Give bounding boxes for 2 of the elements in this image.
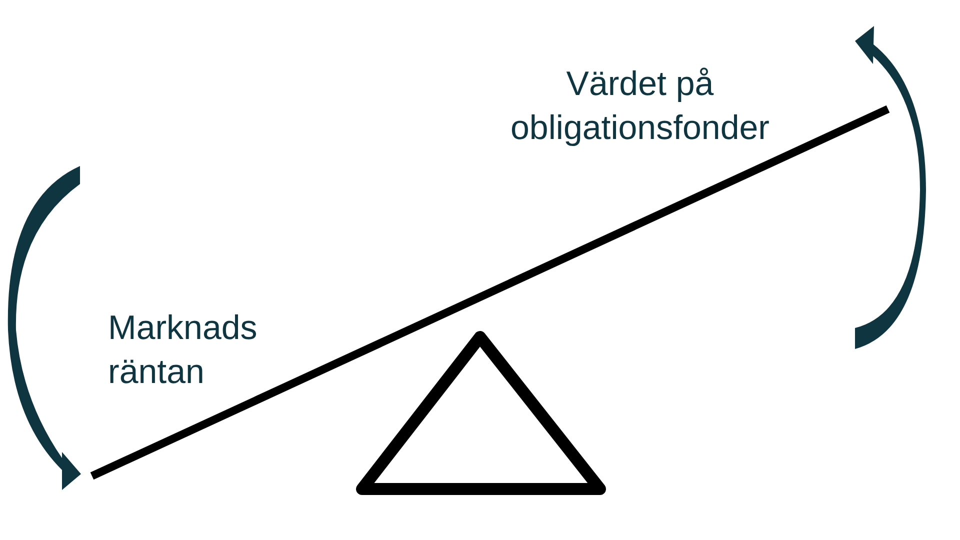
beam-end-label: Värdet på obligationsfonder bbox=[510, 64, 770, 149]
beam-end-label: Marknads räntan bbox=[108, 308, 258, 393]
